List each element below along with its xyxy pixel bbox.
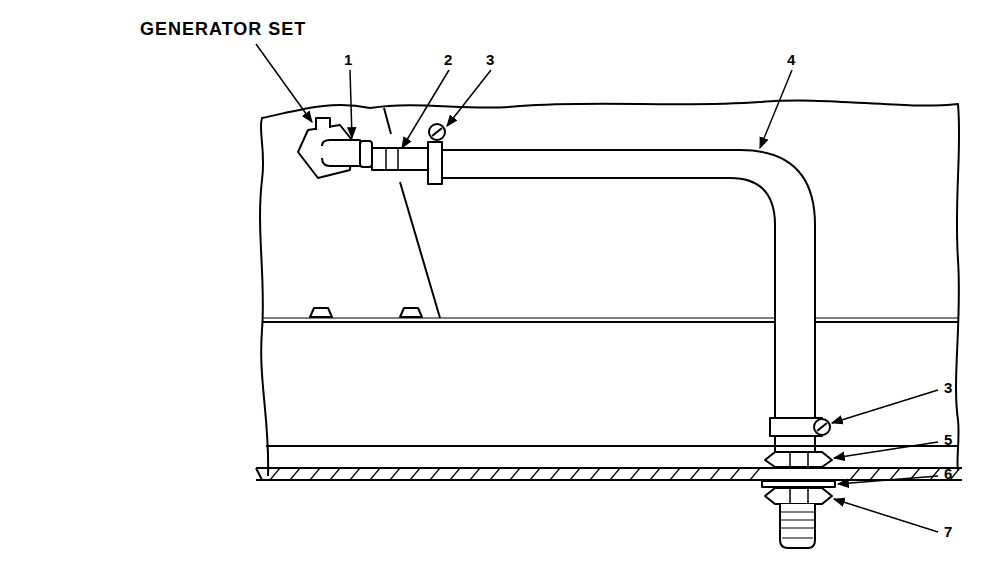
hose-clamp xyxy=(428,142,442,184)
fitting-ring xyxy=(360,141,372,167)
callout-number: 6 xyxy=(944,466,952,481)
leader-lines xyxy=(256,44,938,532)
callout-number: 4 xyxy=(787,52,795,67)
hose xyxy=(440,150,815,420)
clamp-screw xyxy=(429,124,445,140)
nipple-ridge xyxy=(386,148,398,170)
bolt xyxy=(400,308,422,317)
lower-edge xyxy=(266,445,958,447)
seam-line xyxy=(262,321,958,323)
washer xyxy=(762,481,835,487)
elbow xyxy=(322,140,360,166)
callout-number: 2 xyxy=(444,52,452,67)
nut xyxy=(765,452,832,467)
nipple xyxy=(372,148,428,170)
bolt xyxy=(310,308,332,317)
drain-fitting xyxy=(780,504,815,548)
fitting-tab xyxy=(316,118,330,130)
clamp-screw xyxy=(814,419,830,435)
plate-hatch xyxy=(270,468,960,480)
callout-number: 3 xyxy=(944,380,952,395)
callout-number: 1 xyxy=(344,52,352,67)
nut xyxy=(765,488,832,504)
callout-number: 7 xyxy=(944,524,952,539)
callout-number: 5 xyxy=(944,432,952,447)
housing-outline xyxy=(260,100,959,476)
seam-line xyxy=(262,318,958,319)
mounting-plate xyxy=(256,468,962,480)
callout-number: 3 xyxy=(486,52,494,67)
part-name: GENERATOR SET xyxy=(140,20,306,38)
wall-edge xyxy=(384,108,440,318)
